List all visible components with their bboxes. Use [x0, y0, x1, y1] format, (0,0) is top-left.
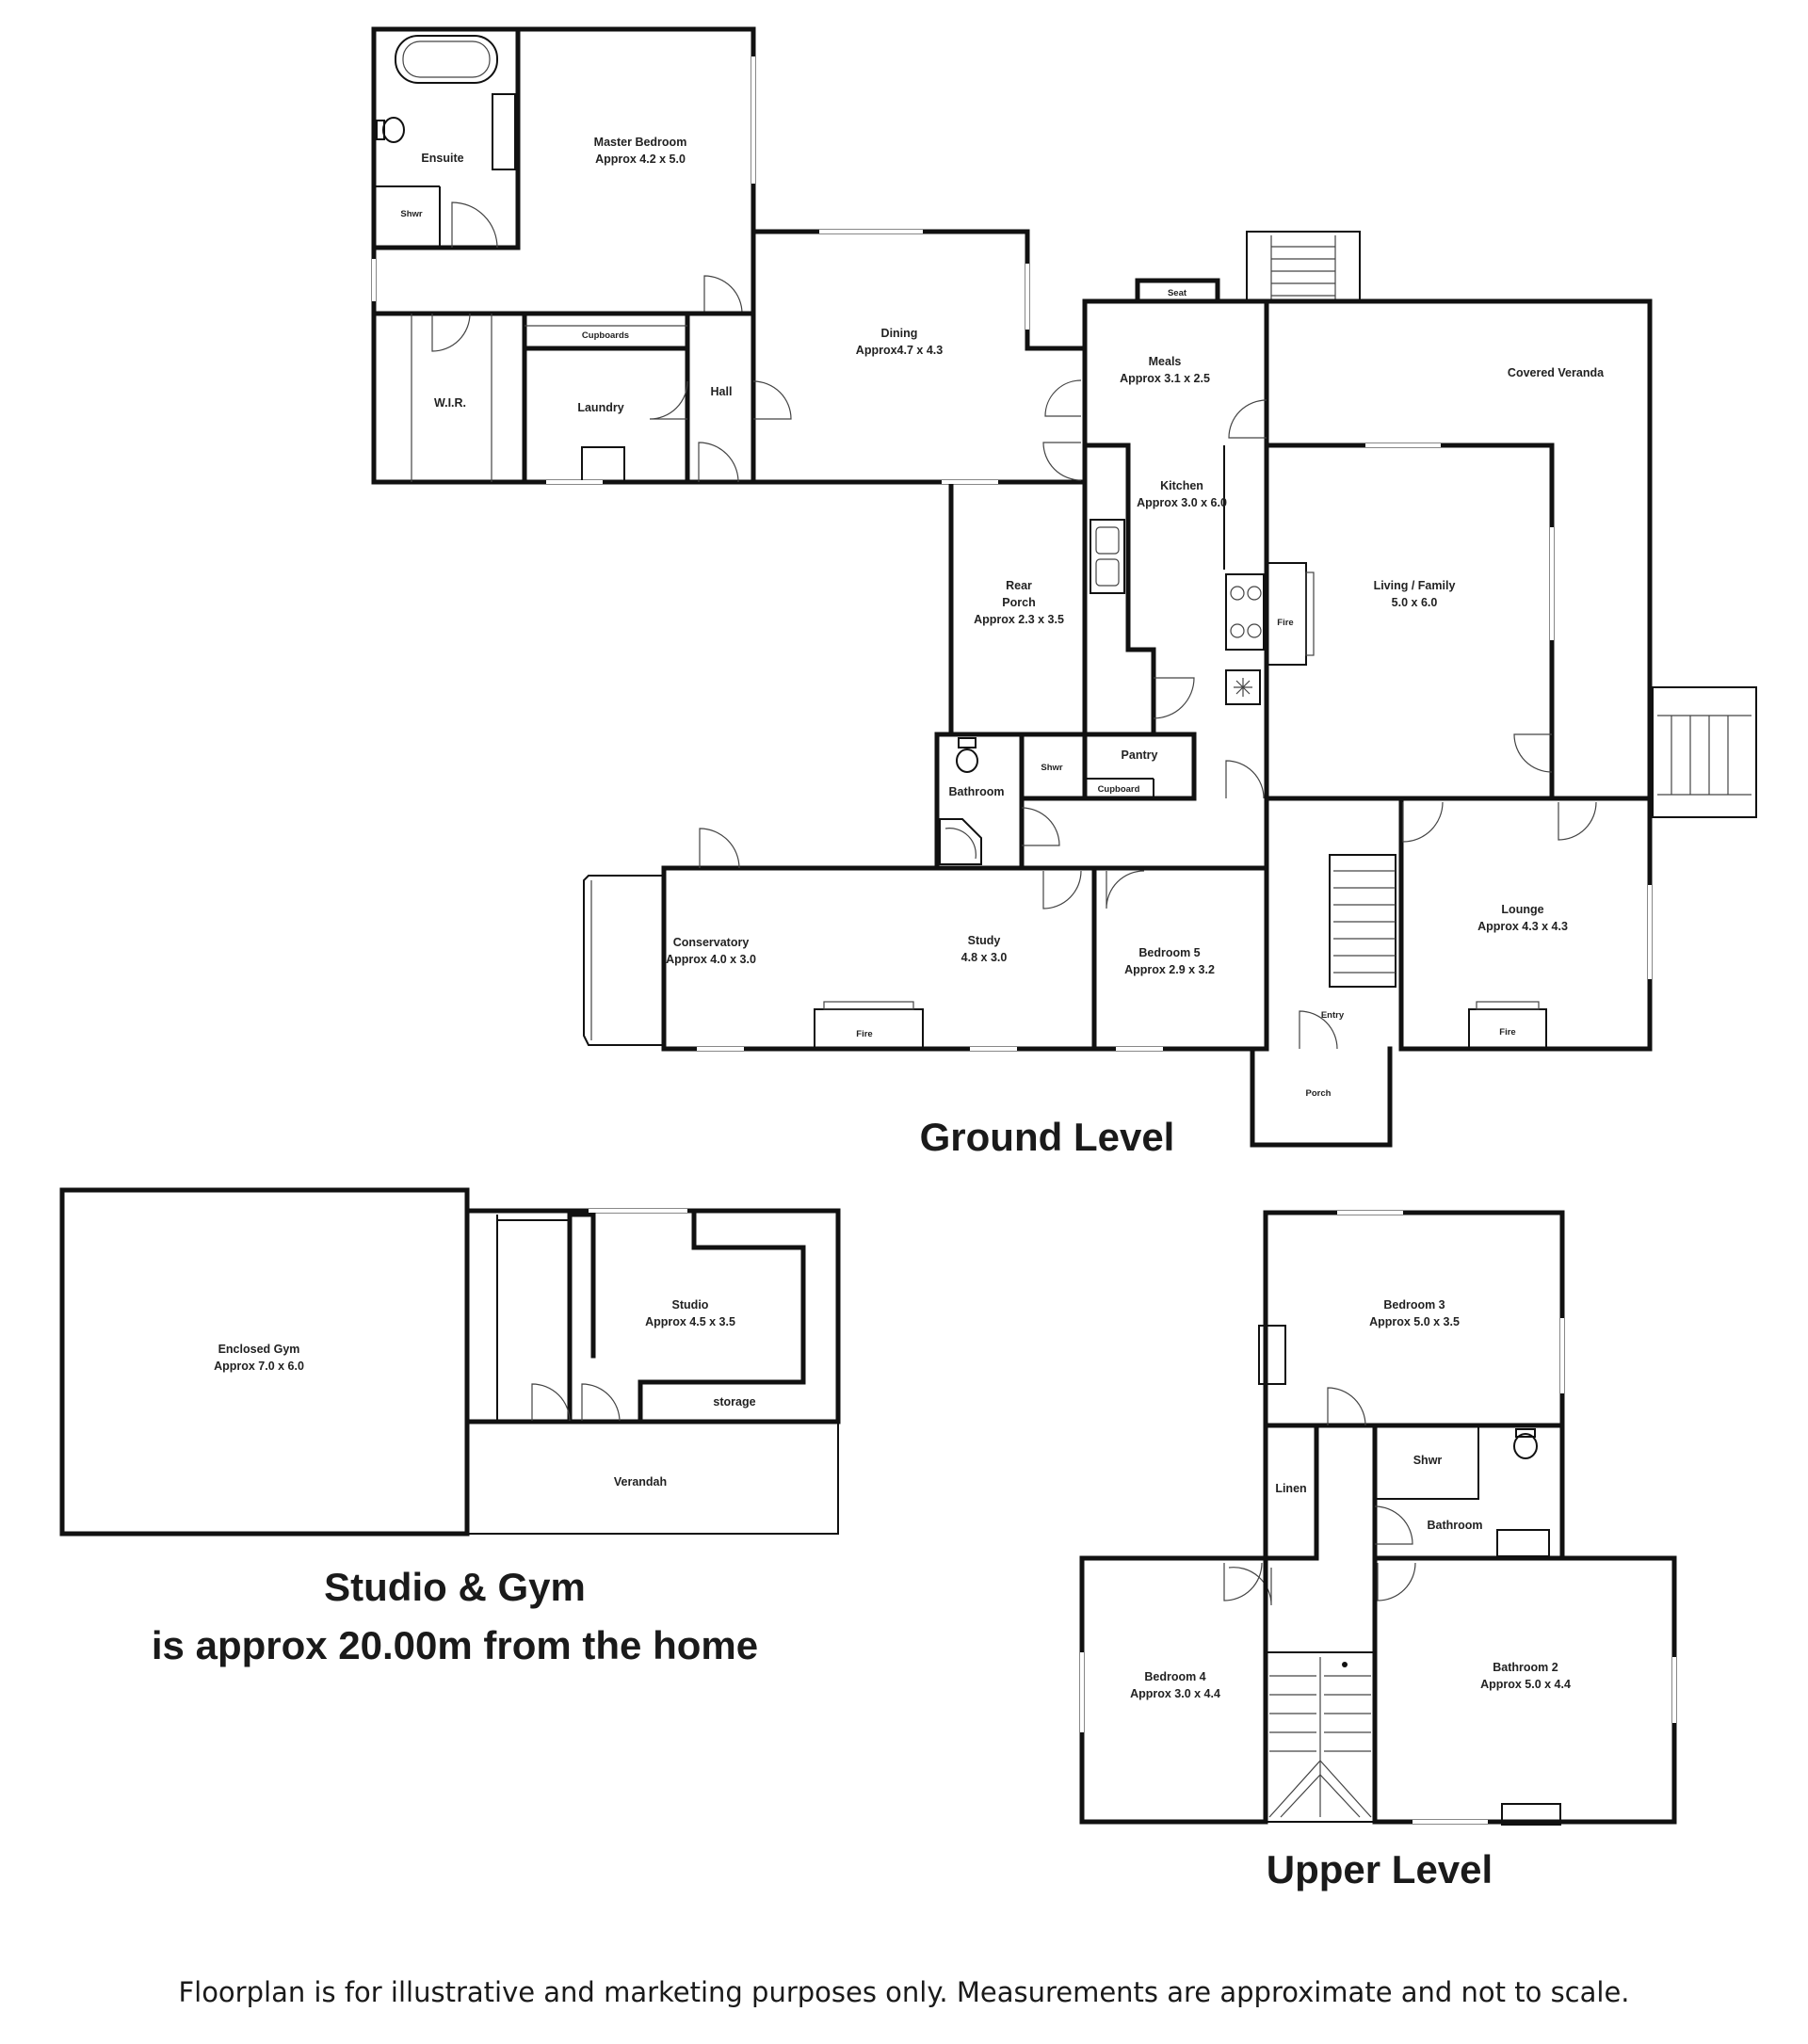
dining-label: Dining [881, 327, 918, 340]
verandah-outline [466, 1421, 839, 1535]
lounge-size: Approx 4.3 x 4.3 [1477, 920, 1568, 933]
conservatory-label: Conservatory [673, 936, 750, 949]
kitchen-size: Approx 3.0 x 6.0 [1137, 496, 1227, 509]
ground-level-plan [371, 26, 1757, 1148]
bedroom-3-fireplace [1258, 1325, 1286, 1385]
upper-toilet-icon [1513, 1433, 1538, 1459]
side-stairs [1652, 686, 1757, 818]
toilet-icon [382, 117, 405, 143]
upper-level-plan [1079, 1210, 1677, 1826]
bath-toilet-icon [956, 748, 978, 773]
ensuite-label: Ensuite [421, 152, 463, 165]
meals-label: Meals [1149, 355, 1182, 368]
upper-stairs [1265, 1651, 1376, 1823]
bedroom-4-label: Bedroom 4 [1144, 1670, 1205, 1683]
bedroom-4-size: Approx 3.0 x 4.4 [1130, 1687, 1220, 1700]
laundry-label: Laundry [577, 401, 623, 414]
dining-walls [751, 229, 1088, 485]
upper-labels: Bedroom 3 Approx 5.0 x 3.5 Linen Shwr Ba… [1130, 1298, 1571, 1700]
bathtub-icon [395, 35, 498, 84]
studio-distance-note: is approx 20.00m from the home [152, 1623, 758, 1667]
studio-label: Studio [672, 1298, 709, 1312]
entry-label: Entry [1321, 1010, 1345, 1021]
laundry-tub-icon [581, 446, 625, 483]
bedroom-5-size: Approx 2.9 x 3.2 [1124, 963, 1215, 976]
porch-walls [1250, 1046, 1393, 1148]
storage-label: storage [713, 1395, 755, 1408]
master-wing-walls [371, 26, 756, 485]
shower-label: Shwr [1041, 763, 1063, 773]
studio-gym-heading: Studio & Gym [324, 1565, 586, 1609]
kitchen-appliance-icon [1225, 669, 1261, 705]
vanity-icon [492, 93, 516, 170]
bathroom-label: Bathroom [948, 785, 1004, 798]
ground-windows [372, 56, 1652, 1051]
rear-porch-label-1: Rear [1006, 579, 1032, 592]
living-fireplace [1266, 562, 1307, 666]
seat-label: Seat [1168, 288, 1187, 298]
upper-core-walls [1263, 1423, 1565, 1825]
rear-stairs [1246, 231, 1361, 302]
linen-label: Linen [1275, 1482, 1306, 1495]
hall-label: Hall [711, 385, 733, 398]
ground-level-heading: Ground Level [920, 1115, 1175, 1159]
studio-gym-plan [59, 1187, 841, 1537]
verandah-label: Verandah [614, 1475, 667, 1489]
covered-veranda-label: Covered Veranda [1508, 366, 1605, 379]
ground-labels: Ensuite Shwr Master Bedroom Approx 4.2 x… [400, 136, 1605, 1099]
pantry-label: Pantry [1122, 748, 1158, 762]
enclosed-gym-walls [59, 1187, 470, 1537]
disclaimer-text: Floorplan is for illustrative and market… [178, 1976, 1629, 2008]
kitchen-sink-icon [1090, 519, 1125, 594]
corner-bath-icon [939, 818, 982, 865]
cupboards-label: Cupboards [582, 330, 629, 341]
enclosed-gym-size: Approx 7.0 x 6.0 [214, 1360, 304, 1373]
rear-porch-label-2: Porch [1002, 596, 1035, 609]
bedroom-5-label: Bedroom 5 [1138, 946, 1200, 959]
upper-windows [1080, 1211, 1676, 1824]
kitchen-label: Kitchen [1160, 479, 1203, 492]
studio-size: Approx 4.5 x 3.5 [645, 1315, 735, 1328]
porch-label: Porch [1306, 1088, 1332, 1099]
study-label: Study [968, 934, 1001, 947]
studio-labels: Enclosed Gym Approx 7.0 x 6.0 Studio App… [214, 1298, 756, 1489]
front-wing-walls [661, 865, 1269, 1052]
upper-bathroom-label: Bathroom [1427, 1519, 1482, 1532]
rear-porch-size: Approx 2.3 x 3.5 [974, 613, 1064, 626]
internal-stairs [1329, 854, 1396, 988]
ensuite-shower-label: Shwr [400, 209, 423, 219]
bathroom-2-fixture [1501, 1803, 1561, 1826]
bathroom-2-size: Approx 5.0 x 4.4 [1480, 1678, 1571, 1691]
bedroom-3-size: Approx 5.0 x 3.5 [1369, 1315, 1460, 1328]
cooktop-icon [1225, 573, 1265, 651]
study-fire-label: Fire [856, 1029, 872, 1039]
meals-size: Approx 3.1 x 2.5 [1120, 372, 1210, 385]
upper-level-heading: Upper Level [1267, 1847, 1493, 1891]
upper-shower-label: Shwr [1413, 1454, 1443, 1467]
upper-vanity-icon [1496, 1529, 1550, 1557]
enclosed-gym-label: Enclosed Gym [218, 1343, 300, 1356]
master-bedroom-size: Approx 4.2 x 5.0 [595, 153, 686, 166]
dining-size: Approx4.7 x 4.3 [856, 344, 943, 357]
conservatory-size: Approx 4.0 x 3.0 [666, 953, 756, 966]
lounge-fire-label: Fire [1499, 1027, 1515, 1038]
cupboard-label: Cupboard [1098, 784, 1140, 795]
living-family-label: Living / Family [1374, 579, 1456, 592]
bedroom-3-label: Bedroom 3 [1383, 1298, 1445, 1312]
living-fire-label: Fire [1277, 618, 1293, 628]
living-family-size: 5.0 x 6.0 [1392, 596, 1438, 609]
master-bedroom-label: Master Bedroom [594, 136, 687, 149]
lounge-label: Lounge [1501, 903, 1543, 916]
study-size: 4.8 x 3.0 [961, 951, 1008, 964]
bathroom-2-label: Bathroom 2 [1493, 1661, 1558, 1674]
wir-label: W.I.R. [434, 396, 466, 410]
ensuite-walls [371, 26, 521, 250]
